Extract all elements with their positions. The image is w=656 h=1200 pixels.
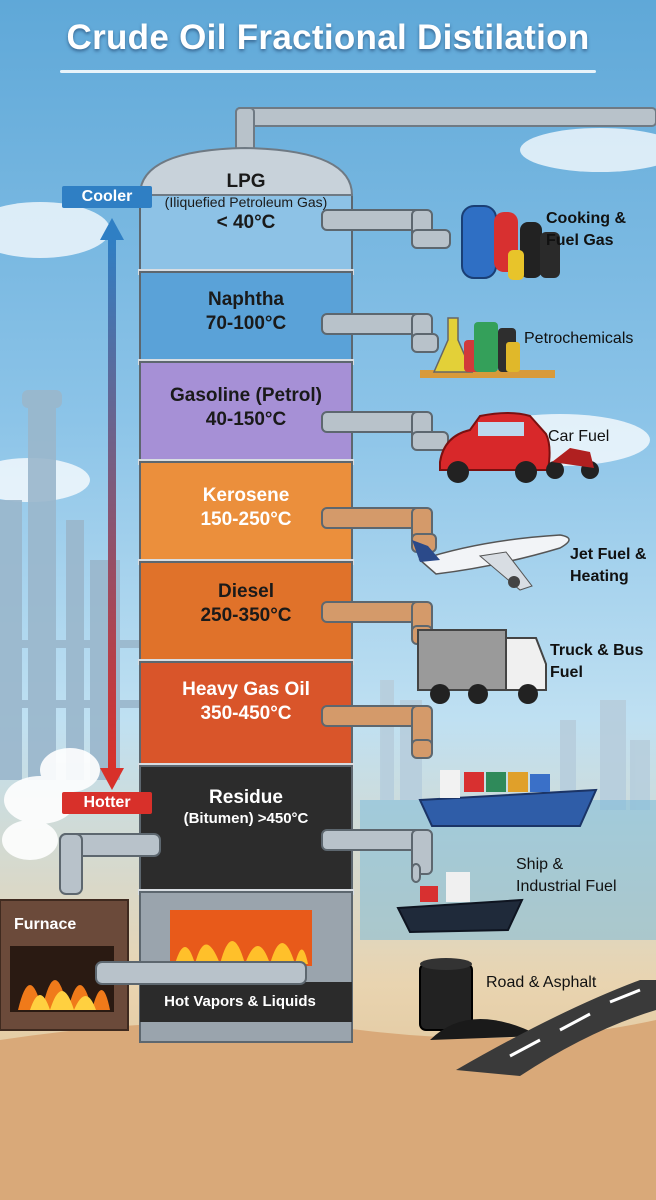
- fraction-naphtha: Naphtha 70-100°C: [140, 288, 352, 336]
- road-icon: [456, 980, 656, 1076]
- outlet-pipe-kerosene: [321, 507, 437, 553]
- product-line: Heating: [570, 567, 629, 585]
- fraction-name: Residue: [209, 787, 283, 808]
- cooler-label: Cooler: [62, 186, 152, 208]
- fraction-name: Diesel: [218, 581, 274, 602]
- product-line: Jet Fuel &: [570, 546, 647, 563]
- fraction-name: Gasoline (Petrol): [169, 385, 323, 406]
- fraction-temp: 350-450°C: [200, 702, 292, 724]
- left-inlet-pipe: [59, 833, 161, 895]
- fraction-name: LPG: [226, 171, 266, 192]
- column-layer-diesel: [139, 561, 353, 663]
- product-line: Car Fuel: [548, 428, 610, 445]
- fraction-name: Heavy Gas Oil: [182, 679, 310, 700]
- airplane-icon: [412, 534, 570, 591]
- column-top-dome: [138, 146, 354, 196]
- fraction-temp: 70-100°C: [205, 312, 287, 334]
- fraction-diesel: Diesel 250-350°C: [140, 580, 352, 628]
- column-layer-gasoline: [139, 361, 353, 463]
- product-petrochemicals: Petrochemicals: [524, 328, 633, 350]
- product-line: Ship &: [516, 856, 564, 873]
- fraction-temp: 150-250°C: [200, 508, 292, 530]
- truck-icon: [417, 629, 547, 704]
- fraction-temp: < 40°C: [216, 212, 276, 234]
- product-line: Industrial Fuel: [516, 877, 617, 895]
- fraction-heavy-gas-oil: Heavy Gas Oil 350-450°C: [140, 678, 352, 726]
- outlet-pipe-naphtha: [321, 313, 439, 353]
- product-line: Petrochemicals: [524, 330, 634, 347]
- fraction-residue: Residue (Bitumen) >450°C: [140, 786, 352, 829]
- page-title: Crude Oil Fractional Distilation: [66, 18, 590, 57]
- fraction-kerosene: Kerosene 150-250°C: [140, 484, 352, 532]
- product-truck-bus-fuel: Truck & Bus Fuel: [550, 640, 643, 683]
- product-line: Road & Asphalt: [486, 974, 597, 991]
- asphalt-barrel-icon: [419, 958, 540, 1040]
- furnace-feed-pipe: [95, 961, 307, 985]
- product-jet-fuel-heating: Jet Fuel & Heating: [570, 544, 646, 587]
- product-car-fuel: Car Fuel: [548, 426, 609, 448]
- column-layer-residue: [139, 765, 353, 893]
- product-line: Fuel: [550, 663, 583, 681]
- outlet-pipe-heavy-gas-oil: [321, 705, 433, 759]
- column-layer-naphtha: [139, 271, 353, 363]
- steam-cloud: [2, 748, 100, 860]
- container-ship-icon: [418, 770, 598, 827]
- top-vapor-pipe: [235, 107, 656, 157]
- lab-flasks-icon: [420, 317, 555, 378]
- fraction-subtitle: (Bitumen) >450°C: [183, 809, 309, 827]
- fraction-lpg: LPG (Iliquefied Petroleum Gas) < 40°C: [140, 170, 352, 235]
- hot-vapors-label: Hot Vapors & Liquids: [164, 993, 316, 1010]
- burner-flames: [175, 941, 308, 964]
- fraction-temp: 40-150°C: [205, 408, 287, 430]
- outlet-pipe-lpg: [321, 209, 451, 249]
- refinery-silhouette-left: [0, 390, 140, 780]
- fraction-gasoline: Gasoline (Petrol) 40-150°C: [140, 384, 352, 432]
- tanker-ship-icon: [396, 872, 524, 934]
- car-icon: [439, 412, 599, 483]
- hotter-label: Hotter: [62, 792, 152, 814]
- column-layer-kerosene: [139, 461, 353, 563]
- outlet-pipe-gasoline: [321, 411, 449, 451]
- fraction-name: Naphtha: [208, 289, 284, 310]
- product-ship-industrial-fuel: Ship & Industrial Fuel: [516, 854, 617, 897]
- temperature-gradient-arrow: [100, 218, 124, 790]
- product-line: Truck & Bus: [550, 642, 644, 659]
- fraction-subtitle: (Iliquefied Petroleum Gas): [164, 193, 328, 210]
- product-cooking-fuel-gas: Cooking & Fuel Gas: [546, 208, 626, 251]
- title-underline: [60, 70, 596, 73]
- furnace-label: Furnace: [14, 916, 77, 933]
- fraction-temp: 250-350°C: [200, 604, 292, 626]
- outlet-pipe-residue: [321, 829, 433, 883]
- product-line: Fuel Gas: [546, 231, 614, 249]
- fraction-name: Kerosene: [202, 485, 290, 506]
- product-line: Cooking &: [546, 210, 626, 227]
- product-road-asphalt: Road & Asphalt: [486, 972, 596, 994]
- gas-cylinders-icon: [461, 205, 560, 280]
